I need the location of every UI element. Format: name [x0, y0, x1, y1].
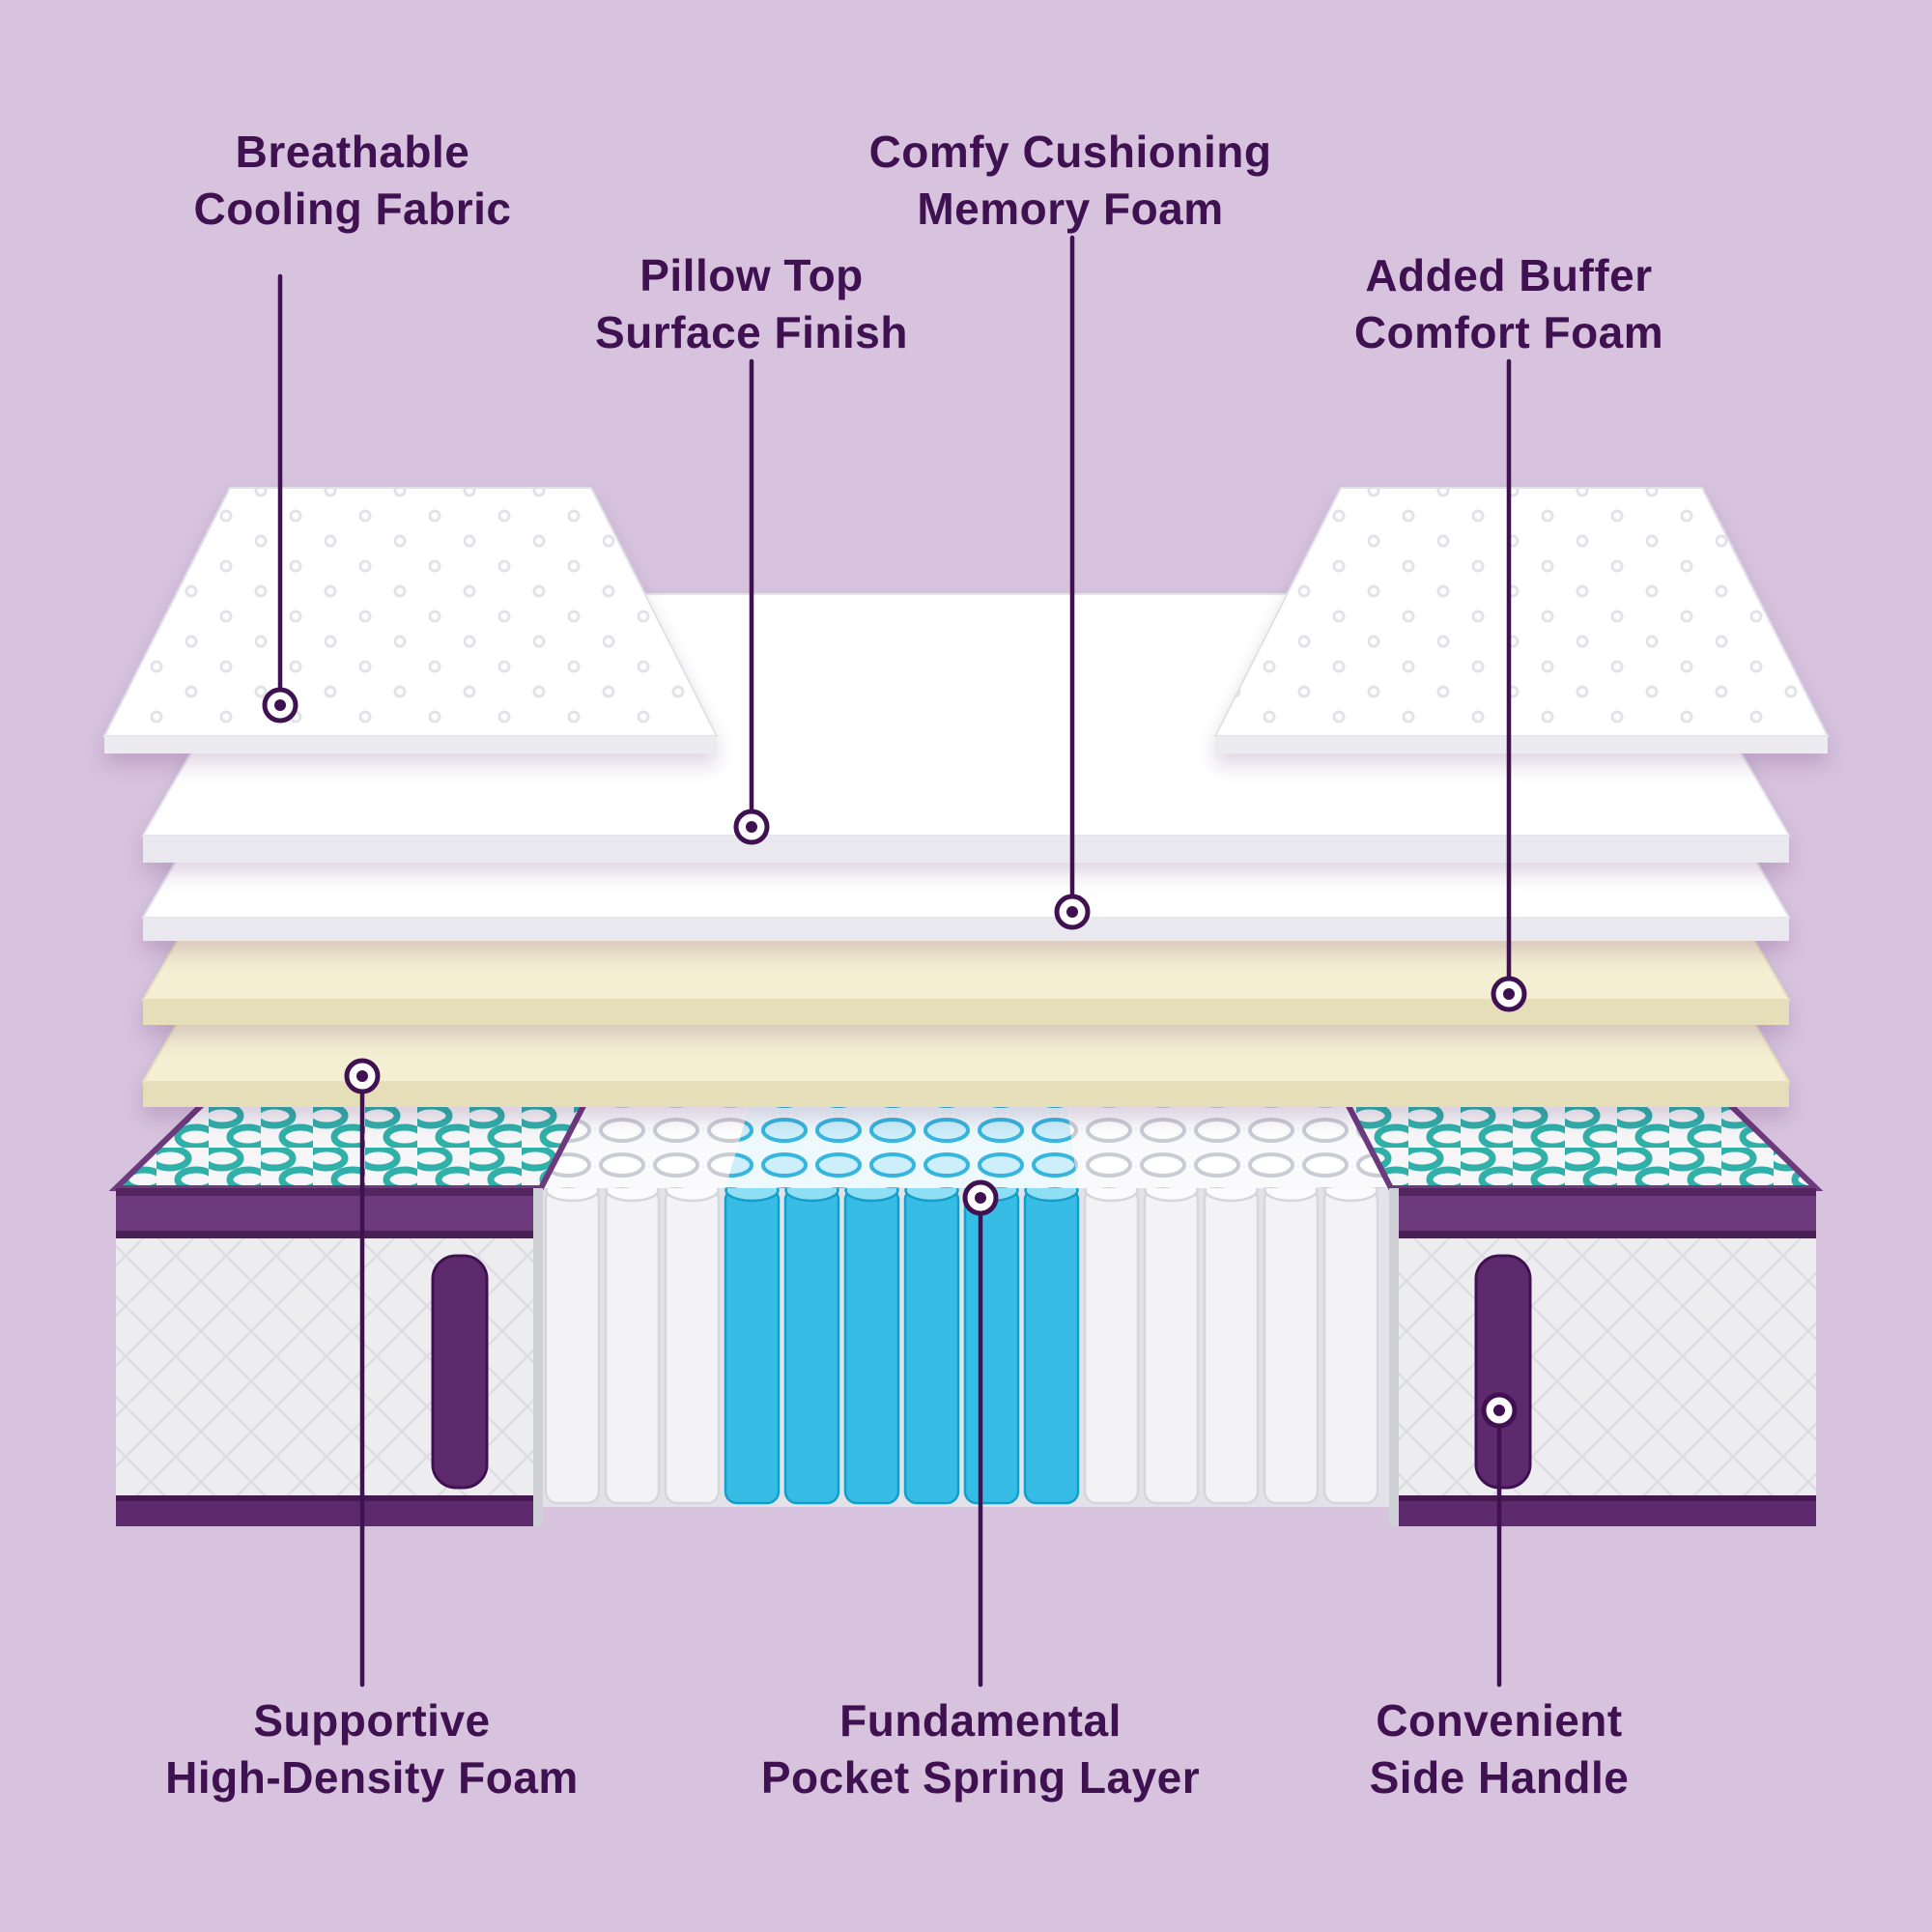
callout-marker-pocket-spring: [962, 1179, 999, 1216]
base-front-left: [116, 1188, 543, 1526]
label-breathable-cooling-fabric: Breathable Cooling Fabric: [194, 124, 512, 238]
label-line: Breathable: [235, 127, 470, 177]
layer-cooling-fabric-right: [1213, 487, 1830, 753]
callout-markers: [262, 687, 1527, 1429]
side-handle-right: [1474, 1254, 1532, 1490]
label-line: Convenient: [1376, 1695, 1623, 1746]
label-line: Pocket Spring Layer: [760, 1751, 1201, 1803]
label-line: Memory Foam: [917, 183, 1224, 234]
mattress-base: [108, 1036, 1824, 1526]
label-line: High-Density Foam: [165, 1751, 579, 1803]
pocket-spring-cutaway: [541, 1178, 1391, 1507]
base-front-right: [1389, 1188, 1816, 1526]
label-fundamental-pocket-spring-layer: Fundamental Pocket Spring Layer: [761, 1692, 1200, 1806]
label-line: Pillow Top: [639, 250, 864, 300]
callout-marker-hd-foam: [344, 1058, 381, 1094]
label-line: Comfort Foam: [1353, 306, 1664, 357]
label-line: Side Handle: [1369, 1751, 1630, 1803]
label-line: Fundamental: [839, 1695, 1122, 1746]
callout-marker-buffer-foam: [1491, 976, 1527, 1012]
label-line: Cooling Fabric: [193, 183, 512, 234]
side-handle-left: [431, 1254, 489, 1490]
callout-marker-pillow-top: [733, 809, 770, 845]
callout-marker-cooling-fabric: [262, 687, 298, 724]
layer-cooling-fabric-left: [102, 487, 719, 753]
label-line: Surface Finish: [595, 306, 908, 357]
label-added-buffer-comfort-foam: Added Buffer Comfort Foam: [1354, 247, 1663, 361]
label-pillow-top-surface-finish: Pillow Top Surface Finish: [595, 247, 908, 361]
label-line: Comfy Cushioning: [868, 127, 1272, 177]
callout-marker-side-handle: [1481, 1392, 1518, 1429]
callout-marker-memory-foam: [1054, 894, 1091, 930]
label-comfy-cushioning-memory-foam: Comfy Cushioning Memory Foam: [869, 124, 1272, 238]
label-supportive-high-density-foam: Supportive High-Density Foam: [165, 1692, 579, 1806]
label-line: Added Buffer: [1365, 250, 1653, 300]
callout-lines: [277, 235, 1512, 1688]
label-convenient-side-handle: Convenient Side Handle: [1370, 1692, 1630, 1806]
label-line: Supportive: [253, 1695, 491, 1746]
